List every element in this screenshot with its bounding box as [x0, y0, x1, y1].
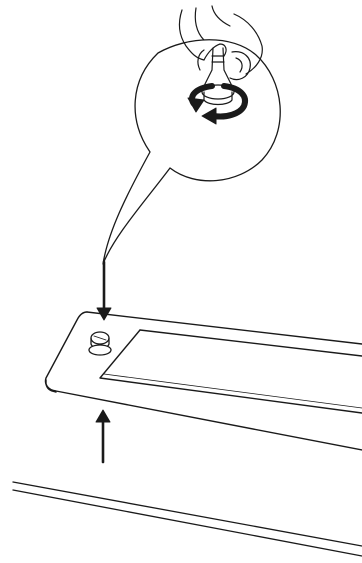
rotation-arrow-icon: [187, 83, 248, 125]
down-arrow-to-screw: [96, 260, 112, 321]
thumb-screw-icon: [88, 331, 112, 356]
detail-callout: [102, 39, 281, 265]
up-arrow-to-plate: [95, 409, 111, 464]
lower-surface: [12, 481, 362, 557]
mounting-plate: [44, 311, 362, 451]
hand-turning-screw: [178, 5, 263, 81]
